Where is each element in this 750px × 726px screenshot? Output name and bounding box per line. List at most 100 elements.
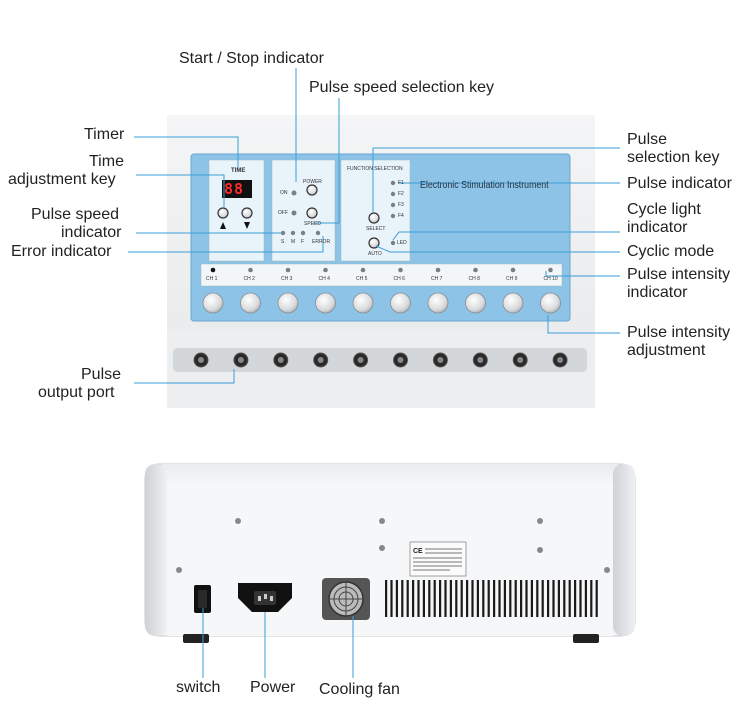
led-led <box>390 240 396 246</box>
label-pulse-speed-key: Pulse speed selection key <box>309 79 494 96</box>
channel-led <box>210 267 216 273</box>
vent-slot <box>509 580 512 617</box>
label-intensity-adj-1: Pulse intensity <box>627 324 731 341</box>
f1-label: F1 <box>398 180 404 186</box>
function-selection-label: FUNCTION SELECTION <box>347 166 403 172</box>
label-intensity-ind-1: Pulse intensity <box>627 266 731 283</box>
f4-led <box>390 213 396 219</box>
output-ports <box>193 352 568 368</box>
rocker-switch-face <box>198 590 207 608</box>
channel-label: CH 1 <box>206 276 218 282</box>
intensity-knob[interactable] <box>427 292 449 314</box>
channel-leds <box>210 267 553 273</box>
screw-4 <box>176 567 182 573</box>
output-port-pin <box>397 357 404 363</box>
speed-m-led <box>290 230 296 236</box>
intensity-knob[interactable] <box>390 292 411 314</box>
speed-s-label: S <box>281 239 285 245</box>
vent-slot <box>557 580 560 617</box>
instrument-title: Electronic Stimulation Instrument <box>420 180 549 191</box>
off-led <box>291 210 297 216</box>
output-port-pin <box>437 357 444 363</box>
label-output-port-1: Pulse <box>81 366 122 383</box>
error-led <box>315 230 321 236</box>
label-intensity-adj-2: adjustment <box>627 342 706 359</box>
channel-label: CH 8 <box>468 276 480 282</box>
intensity-knob[interactable] <box>502 292 524 314</box>
speed-label: SPEED <box>304 221 321 227</box>
label-switch: switch <box>176 679 221 696</box>
intensity-knob[interactable] <box>202 292 224 314</box>
socket-pin-3 <box>270 596 273 601</box>
intensity-knobs <box>202 292 561 314</box>
label-pulse-sel-1: Pulse <box>627 131 668 148</box>
intensity-knob[interactable] <box>465 292 486 314</box>
intensity-knob[interactable] <box>540 292 561 314</box>
select-key <box>368 212 380 224</box>
back-right-cap <box>613 464 635 636</box>
vent-slots <box>385 580 598 617</box>
power-key <box>306 184 318 196</box>
power-box <box>271 159 336 262</box>
label-output-port-2: output port <box>38 384 115 401</box>
vent-slot <box>514 580 517 617</box>
channel-strip <box>200 263 563 287</box>
intensity-knob[interactable] <box>352 292 374 314</box>
vent-slot <box>395 580 398 617</box>
label-pulse-speed-ind-2: indicator <box>61 224 122 241</box>
speed-key <box>306 207 318 219</box>
vent-slot <box>406 580 409 617</box>
vent-slot <box>439 580 442 617</box>
channel-label: CH 4 <box>318 276 330 282</box>
output-port-pin <box>357 357 364 363</box>
speed-f-led <box>300 230 306 236</box>
channel-label: CH 9 <box>506 276 518 282</box>
vent-slot <box>401 580 404 617</box>
off-label: OFF <box>278 210 288 216</box>
label-pulse-speed-ind-1: Pulse speed <box>31 206 120 223</box>
channel-label: CH 5 <box>356 276 368 282</box>
digital-display <box>222 180 252 198</box>
intensity-knob[interactable] <box>315 292 336 314</box>
vent-slot <box>412 580 415 617</box>
intensity-knob[interactable] <box>240 292 261 314</box>
channel-led <box>248 267 253 273</box>
f3-label: F3 <box>398 202 404 208</box>
label-power: Power <box>250 679 296 696</box>
output-port-pin <box>557 357 564 363</box>
vent-slot <box>390 580 393 617</box>
vent-slot <box>417 580 420 617</box>
vent-slot <box>471 580 474 617</box>
channel-led <box>435 267 441 273</box>
auto-label: AUTO <box>368 251 382 257</box>
right-foot <box>573 634 599 643</box>
label-cycle-light-1: Cycle light <box>627 201 701 218</box>
screw-2 <box>379 518 385 524</box>
vent-slot <box>476 580 479 617</box>
label-start-stop: Start / Stop indicator <box>179 50 324 67</box>
vent-slot <box>455 580 458 617</box>
output-port-pin <box>277 357 284 363</box>
f1-led <box>390 180 396 186</box>
vent-slot <box>487 580 490 617</box>
label-timer: Timer <box>84 126 125 143</box>
digital-display-value: 88 <box>224 180 245 198</box>
f3-led <box>390 202 396 208</box>
channel-led <box>473 267 478 273</box>
vent-slot <box>536 580 539 617</box>
intensity-knob[interactable] <box>277 292 299 314</box>
speed-f-label: F <box>301 239 305 245</box>
channel-led <box>398 267 403 273</box>
left-foot <box>183 634 209 643</box>
led-label: LED <box>397 240 407 246</box>
channel-led <box>548 267 553 273</box>
channel-label: CH 6 <box>393 276 405 282</box>
vent-slot <box>422 580 425 617</box>
vent-slot <box>563 580 566 617</box>
back-panel-face <box>167 486 613 636</box>
speed-m-label: M <box>291 239 296 245</box>
vent-slot <box>547 580 550 617</box>
socket-pin-2 <box>264 594 267 599</box>
channel-label: CH 10 <box>543 276 558 282</box>
